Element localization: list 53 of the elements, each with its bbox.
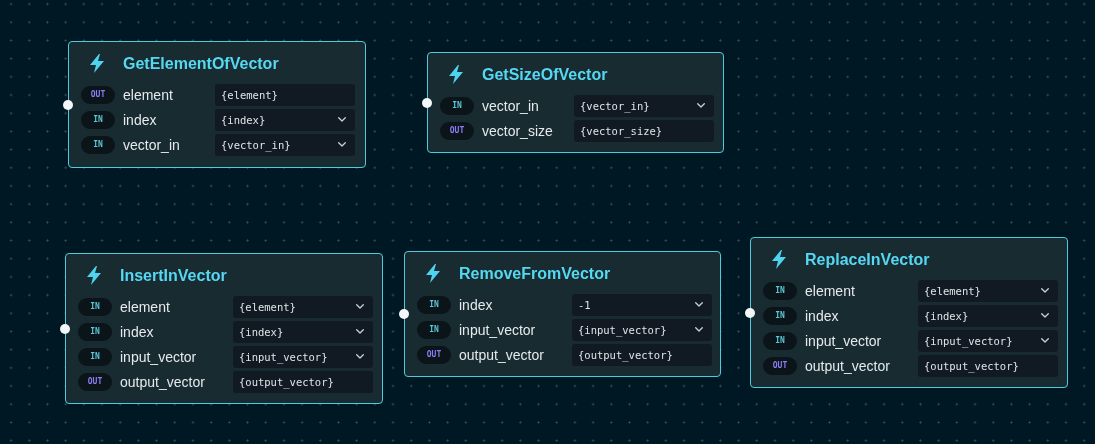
port-tag: OUT [417,346,451,364]
port-tag: OUT [440,122,474,140]
node-title: GetSizeOfVector [482,65,608,85]
value-field: {vector_size} [574,120,714,142]
dropdown-field: {input_vector} [233,346,373,368]
dropdown-field: {index} [918,305,1058,327]
port-tag: IN [81,136,115,154]
dropdown-field: {input_vector} [572,319,712,341]
dropdown-field: {element} [918,280,1058,302]
port-tag: IN [763,332,797,350]
port-name: input_vector [459,321,536,339]
node-title: GetElementOfVector [123,54,279,74]
port-name: index [120,323,154,341]
port-name: output_vector [459,346,544,364]
port-tag: OUT [763,357,797,375]
port-tag: IN [763,282,797,300]
port-name: index [123,111,157,129]
dropdown-field: {input_vector} [918,330,1058,352]
port-tag: OUT [81,86,115,104]
dropdown-field: -1 [572,294,712,316]
port-name: output_vector [805,357,890,375]
port-tag: IN [78,298,112,316]
port-name: output_vector [120,373,205,391]
value-field: {output_vector} [572,344,712,366]
value-field: {element} [215,84,355,106]
port-tag: IN [417,296,451,314]
dropdown-field: {element} [233,296,373,318]
port-tag: IN [81,111,115,129]
port-name: index [805,307,839,325]
port-tag: IN [440,97,474,115]
node-title: ReplaceInVector [805,250,930,270]
port-name: element [123,86,173,104]
dropdown-field: {vector_in} [215,134,355,156]
port-name: vector_size [482,122,553,140]
node-title: InsertInVector [120,266,227,286]
port-tag: IN [78,348,112,366]
port-name: element [805,282,855,300]
value-field: {output_vector} [233,371,373,393]
port-name: element [120,298,170,316]
port-tag: IN [78,323,112,341]
dropdown-field: {vector_in} [574,95,714,117]
port-tag: IN [417,321,451,339]
dropdown-field: {index} [215,109,355,131]
port-name: index [459,296,493,314]
node-title: RemoveFromVector [459,264,611,284]
port-tag: IN [763,307,797,325]
port-name: vector_in [482,97,539,115]
port-name: input_vector [805,332,882,350]
port-tag: OUT [78,373,112,391]
value-field: {output_vector} [918,355,1058,377]
port-name: vector_in [123,136,180,154]
dropdown-field: {index} [233,321,373,343]
port-name: input_vector [120,348,197,366]
